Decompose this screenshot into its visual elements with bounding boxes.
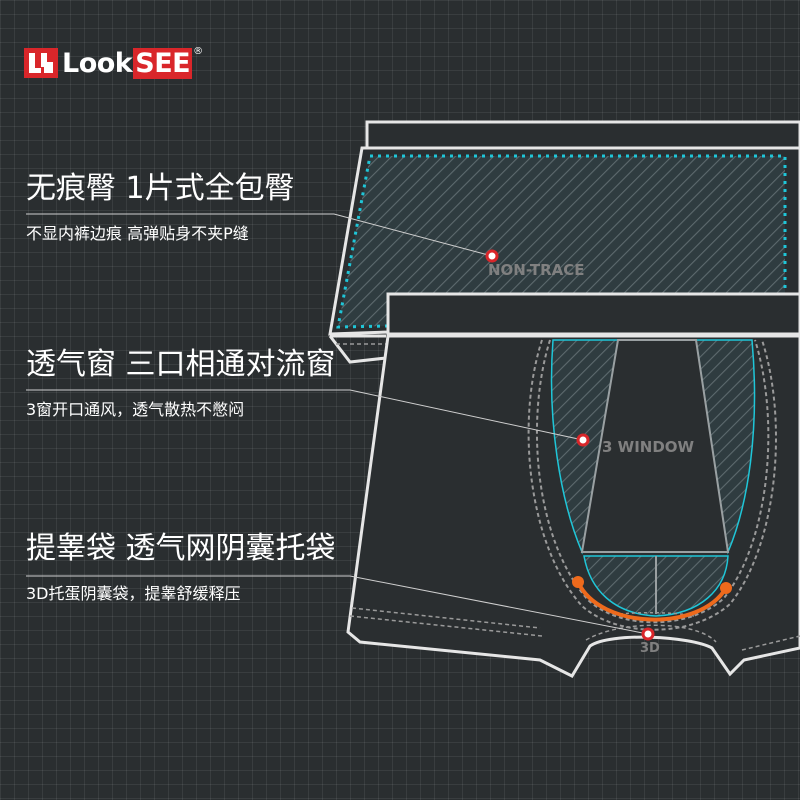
non-trace-panel-stitch [336, 154, 787, 329]
left-hem-stitch [351, 607, 541, 629]
callout-2-marker [576, 433, 590, 447]
rear-garment: NON-TRACE [328, 120, 800, 364]
rear-waistband [365, 120, 800, 150]
callout-3-marker [641, 627, 655, 641]
feature-description: 3窗开口通风，透气散热不憋闷 [26, 400, 245, 419]
pouch-outer-stitch [535, 339, 770, 624]
rear-leg-edge [328, 334, 387, 364]
three-window-label: 3 WINDOW [602, 438, 695, 456]
right-hem-stitch [741, 635, 800, 651]
feature-non-trace: 无痕臀 1片式全包臀 不显内裤边痕 高弹贴身不夹P缝 [26, 172, 295, 243]
front-waistband [386, 292, 800, 336]
callout-1-leader [333, 213, 493, 257]
feature-description: 3D托蛋阴囊袋，提睾舒缓释压 [26, 584, 241, 603]
support-curve [576, 581, 728, 622]
support-curve-right-end [720, 582, 732, 594]
front-garment: 3 WINDOW 3D [346, 292, 800, 678]
non-trace-label: NON-TRACE [488, 261, 585, 279]
callouts [26, 213, 655, 641]
callout-1-marker [485, 249, 499, 263]
brand-mark-icon [24, 48, 58, 78]
feature-title: 透气窗 三口相通对流窗 [26, 347, 336, 382]
support-curve-left-end [572, 576, 584, 588]
three-d-label: 3D [640, 641, 660, 656]
feature-window: 透气窗 三口相通对流窗 3窗开口通风，透气散热不憋闷 [26, 348, 336, 419]
feature-description: 不显内裤边痕 高弹贴身不夹P缝 [26, 224, 249, 243]
callout-3-leader [349, 575, 649, 635]
right-window-panel [695, 339, 756, 555]
feature-pouch: 提睾袋 透气网阴囊托袋 3D托蛋阴囊袋，提睾舒缓释压 [26, 532, 336, 603]
crotch-stitch [585, 624, 717, 643]
non-trace-panel [338, 156, 785, 327]
feature-title: 提睾袋 透气网阴囊托袋 [26, 531, 336, 566]
feature-title: 无痕臀 1片式全包臀 [26, 171, 295, 206]
callout-2-leader [349, 389, 584, 441]
registered-mark: ® [193, 46, 204, 57]
center-window-panel [580, 339, 730, 553]
